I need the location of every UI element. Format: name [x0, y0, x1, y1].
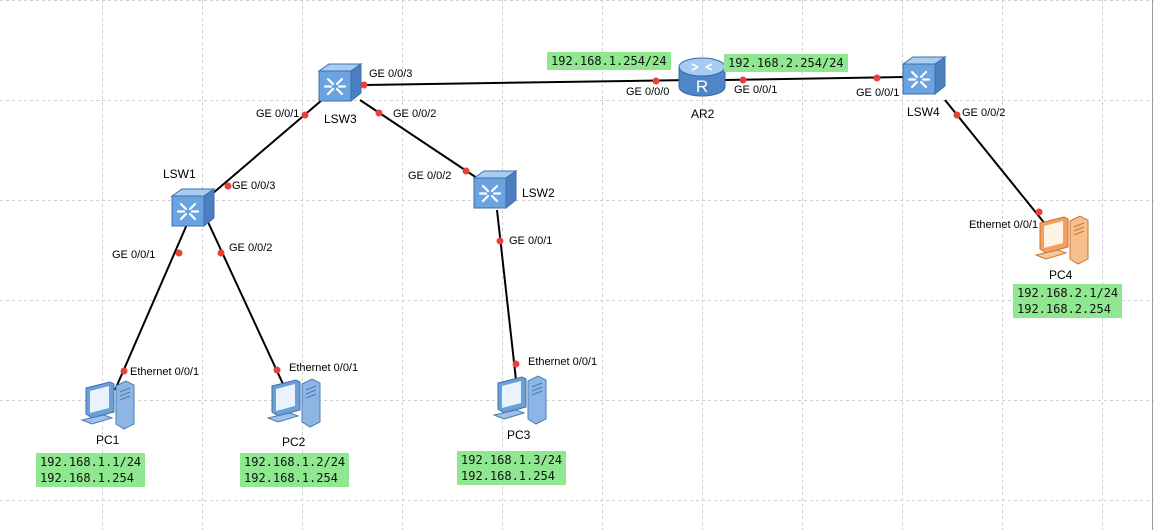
port-label: GE 0/0/1	[112, 249, 156, 261]
device-label-lsw2: LSW2	[522, 186, 555, 200]
pc-icon[interactable]	[266, 376, 322, 428]
ip-note-ar2-ge000[interactable]: 192.168.1.254/24	[547, 52, 671, 70]
port-dot[interactable]	[512, 360, 520, 368]
switch-icon[interactable]	[317, 63, 363, 103]
device-label-ar2: AR2	[691, 107, 715, 121]
ip-address: 192.168.1.1/24	[40, 455, 142, 469]
device-label-lsw3: LSW3	[324, 112, 357, 126]
port-dot[interactable]	[873, 74, 881, 82]
gateway: 192.168.1.254	[244, 471, 338, 485]
switch-icon[interactable]	[901, 56, 947, 96]
port-dot[interactable]	[224, 182, 232, 190]
switch-icon[interactable]	[472, 170, 518, 210]
link-lsw4-pc4[interactable]	[944, 99, 1051, 231]
port-label: GE 0/0/1	[509, 235, 553, 247]
port-label: GE 0/0/1	[856, 87, 900, 99]
port-label: Ethernet 0/0/1	[528, 356, 598, 368]
ip-address: 192.168.1.3/24	[461, 453, 563, 467]
device-label-pc2: PC2	[282, 435, 306, 449]
port-label: GE 0/0/3	[369, 68, 413, 80]
port-label: GE 0/0/0	[626, 86, 670, 98]
port-dot[interactable]	[301, 111, 309, 119]
ip-note-ar2-ge001[interactable]: 192.168.2.254/24	[724, 54, 848, 72]
ip-note-pc1[interactable]: 192.168.1.1/24 192.168.1.254	[36, 453, 146, 487]
pc-icon[interactable]	[1034, 213, 1090, 265]
port-label: GE 0/0/2	[408, 170, 452, 182]
router-icon[interactable]: R	[677, 55, 727, 99]
ip-note-pc4[interactable]: 192.168.2.1/24 192.168.2.254	[1013, 284, 1123, 318]
port-dot[interactable]	[273, 366, 281, 374]
device-label-lsw1: LSW1	[163, 167, 196, 181]
link-lsw1-pc1[interactable]	[114, 221, 189, 391]
device-label-pc3: PC3	[507, 428, 531, 442]
port-label: Ethernet 0/0/1	[969, 219, 1039, 231]
port-dot[interactable]	[360, 81, 368, 89]
port-dot[interactable]	[217, 249, 225, 257]
svg-text:R: R	[696, 77, 708, 96]
port-dot[interactable]	[462, 167, 470, 175]
gateway: 192.168.1.254	[40, 471, 134, 485]
ip-address: 192.168.1.2/24	[244, 455, 346, 469]
port-dot[interactable]	[739, 76, 747, 84]
device-label-pc4: PC4	[1049, 268, 1073, 282]
port-label: GE 0/0/1	[734, 84, 778, 96]
gateway: 192.168.1.254	[461, 469, 555, 483]
pc-icon[interactable]	[80, 378, 136, 430]
port-dot[interactable]	[1035, 208, 1043, 216]
ip-text: 192.168.1.254/24	[551, 54, 667, 68]
device-label-pc1: PC1	[96, 433, 120, 447]
port-dot[interactable]	[375, 109, 383, 117]
ip-address: 192.168.2.1/24	[1017, 286, 1119, 300]
port-dot[interactable]	[953, 111, 961, 119]
link-lsw1-pc2[interactable]	[207, 221, 284, 385]
ip-note-pc2[interactable]: 192.168.1.2/24 192.168.1.254	[240, 453, 350, 487]
port-label: GE 0/0/2	[962, 107, 1006, 119]
ip-note-pc3[interactable]: 192.168.1.3/24 192.168.1.254	[457, 451, 567, 485]
port-label: GE 0/0/2	[229, 242, 273, 254]
port-dot[interactable]	[652, 77, 660, 85]
gateway: 192.168.2.254	[1017, 302, 1111, 316]
port-label: Ethernet 0/0/1	[289, 362, 359, 374]
port-dot[interactable]	[175, 249, 183, 257]
port-dot[interactable]	[120, 367, 128, 375]
ip-text: 192.168.2.254/24	[728, 56, 844, 70]
port-label: GE 0/0/2	[393, 108, 437, 120]
port-dot[interactable]	[496, 237, 504, 245]
device-label-lsw4: LSW4	[907, 105, 940, 119]
port-label: Ethernet 0/0/1	[130, 366, 200, 378]
port-label: GE 0/0/3	[232, 180, 276, 192]
pc-icon[interactable]	[492, 373, 548, 425]
port-label: GE 0/0/1	[256, 108, 300, 120]
link-lsw3-ar2[interactable]	[364, 79, 691, 86]
switch-icon[interactable]	[170, 188, 216, 228]
